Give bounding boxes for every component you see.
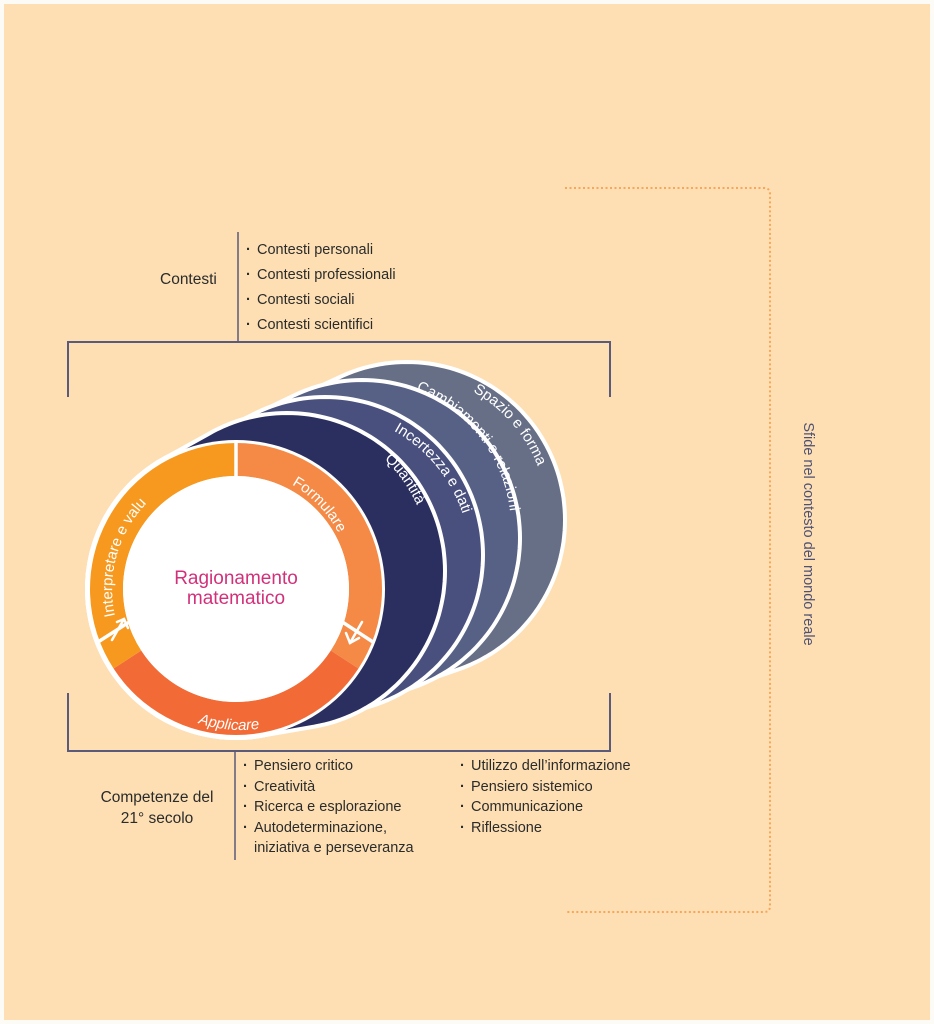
flow-arrows bbox=[110, 617, 364, 645]
center-title-line2: matematico bbox=[186, 588, 286, 609]
divider-right bbox=[323, 608, 374, 644]
contexts-item: Contesti sociali bbox=[246, 288, 396, 313]
center-title-line1: Ragionamento bbox=[174, 568, 298, 589]
contexts-item: Contesti scientifici bbox=[246, 313, 396, 338]
center-disc bbox=[123, 476, 349, 702]
process-ring bbox=[90, 442, 382, 735]
contexts-bracket-line bbox=[67, 341, 611, 397]
contexts-list: Contesti personali Contesti professional… bbox=[246, 238, 396, 338]
ring-segment-interpretare[interactable] bbox=[90, 442, 236, 669]
skills-item: Autodeterminazione, bbox=[243, 818, 414, 839]
arrow-down-right-icon bbox=[344, 620, 364, 645]
skills-item: Pensiero sistemico bbox=[460, 777, 631, 798]
skills-item: Riflessione bbox=[460, 818, 631, 839]
contexts-bracket bbox=[67, 232, 611, 397]
ring-dividers bbox=[97, 440, 374, 644]
skills-bracket bbox=[67, 693, 611, 860]
skills-list-column2: Utilizzo dell’informazione Pensiero sist… bbox=[460, 756, 631, 838]
skills-item: Ricerca e esplorazione bbox=[243, 797, 414, 818]
real-world-bracket bbox=[565, 187, 771, 913]
center-title: Ragionamento matematico bbox=[174, 569, 298, 609]
ring-segment-formulare[interactable] bbox=[236, 443, 382, 669]
real-world-label: Sfide nel contesto del mondo reale bbox=[800, 422, 816, 646]
skills-heading-line1: Competenze del bbox=[100, 789, 214, 806]
skills-item-continuation: iniziativa e perseveranza bbox=[254, 840, 414, 856]
skills-heading-line2: 21° secolo bbox=[120, 809, 194, 827]
contexts-item: Contesti personali bbox=[246, 238, 396, 263]
skills-item: Utilizzo dell’informazione bbox=[460, 756, 631, 777]
skills-item: Creatività bbox=[243, 777, 414, 798]
contexts-item: Contesti professionali bbox=[246, 263, 396, 288]
divider-left bbox=[97, 608, 149, 644]
arrow-up-left-icon bbox=[110, 617, 130, 642]
skills-list-column1: Pensiero critico Creatività Ricerca e es… bbox=[243, 756, 414, 859]
ring-segment-applicare[interactable] bbox=[113, 650, 359, 735]
skills-item: Pensiero critico bbox=[243, 756, 414, 777]
contexts-heading: Contesti bbox=[160, 271, 217, 288]
skills-heading: Competenze del 21° secolo bbox=[92, 788, 222, 829]
skills-item: Communicazione bbox=[460, 797, 631, 818]
skills-bracket-line bbox=[67, 693, 611, 752]
